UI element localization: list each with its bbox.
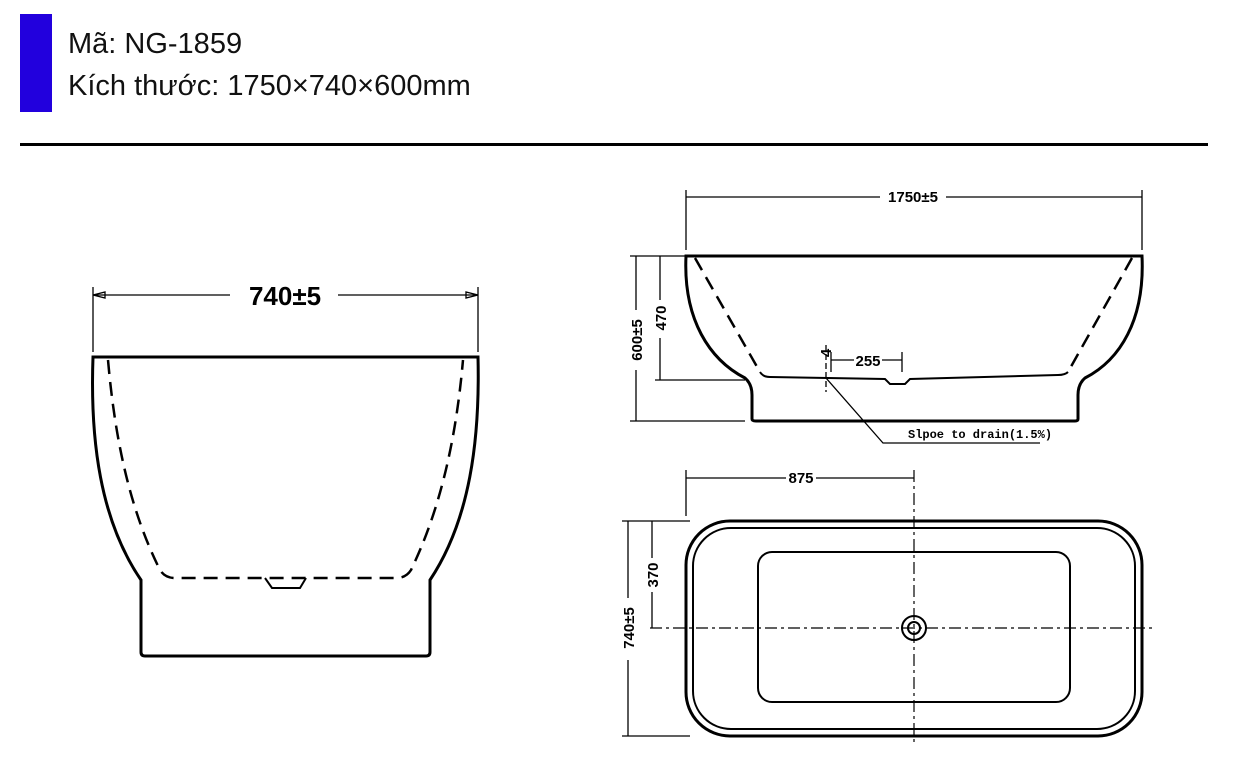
slope-note: Slpoe to drain(1.5%) — [908, 428, 1052, 442]
slope-drop-dim: 4 — [818, 348, 835, 357]
top-view: 875 740±5 370 — [621, 470, 1152, 742]
inner-depth-dim: 470 — [653, 305, 670, 330]
top-width-dim: 740±5 — [621, 607, 638, 649]
drain-offset-dim: 255 — [855, 353, 880, 370]
front-view: 740±5 — [91, 281, 480, 658]
side-length-dim: 1750±5 — [888, 189, 938, 206]
product-dimensions: Kích thước: 1750×740×600mm — [68, 70, 471, 102]
side-height-dim: 600±5 — [629, 319, 646, 361]
side-view: 1750±5 600±5 470 4 255 Slpoe to drain(1.… — [629, 189, 1144, 444]
accent-bar — [20, 14, 52, 112]
product-code: Mã: NG-1859 — [68, 28, 243, 60]
drain-center-dim: 875 — [788, 470, 813, 487]
header-divider — [20, 143, 1208, 146]
front-width-dim: 740±5 — [249, 281, 321, 311]
half-width-dim: 370 — [645, 562, 662, 587]
